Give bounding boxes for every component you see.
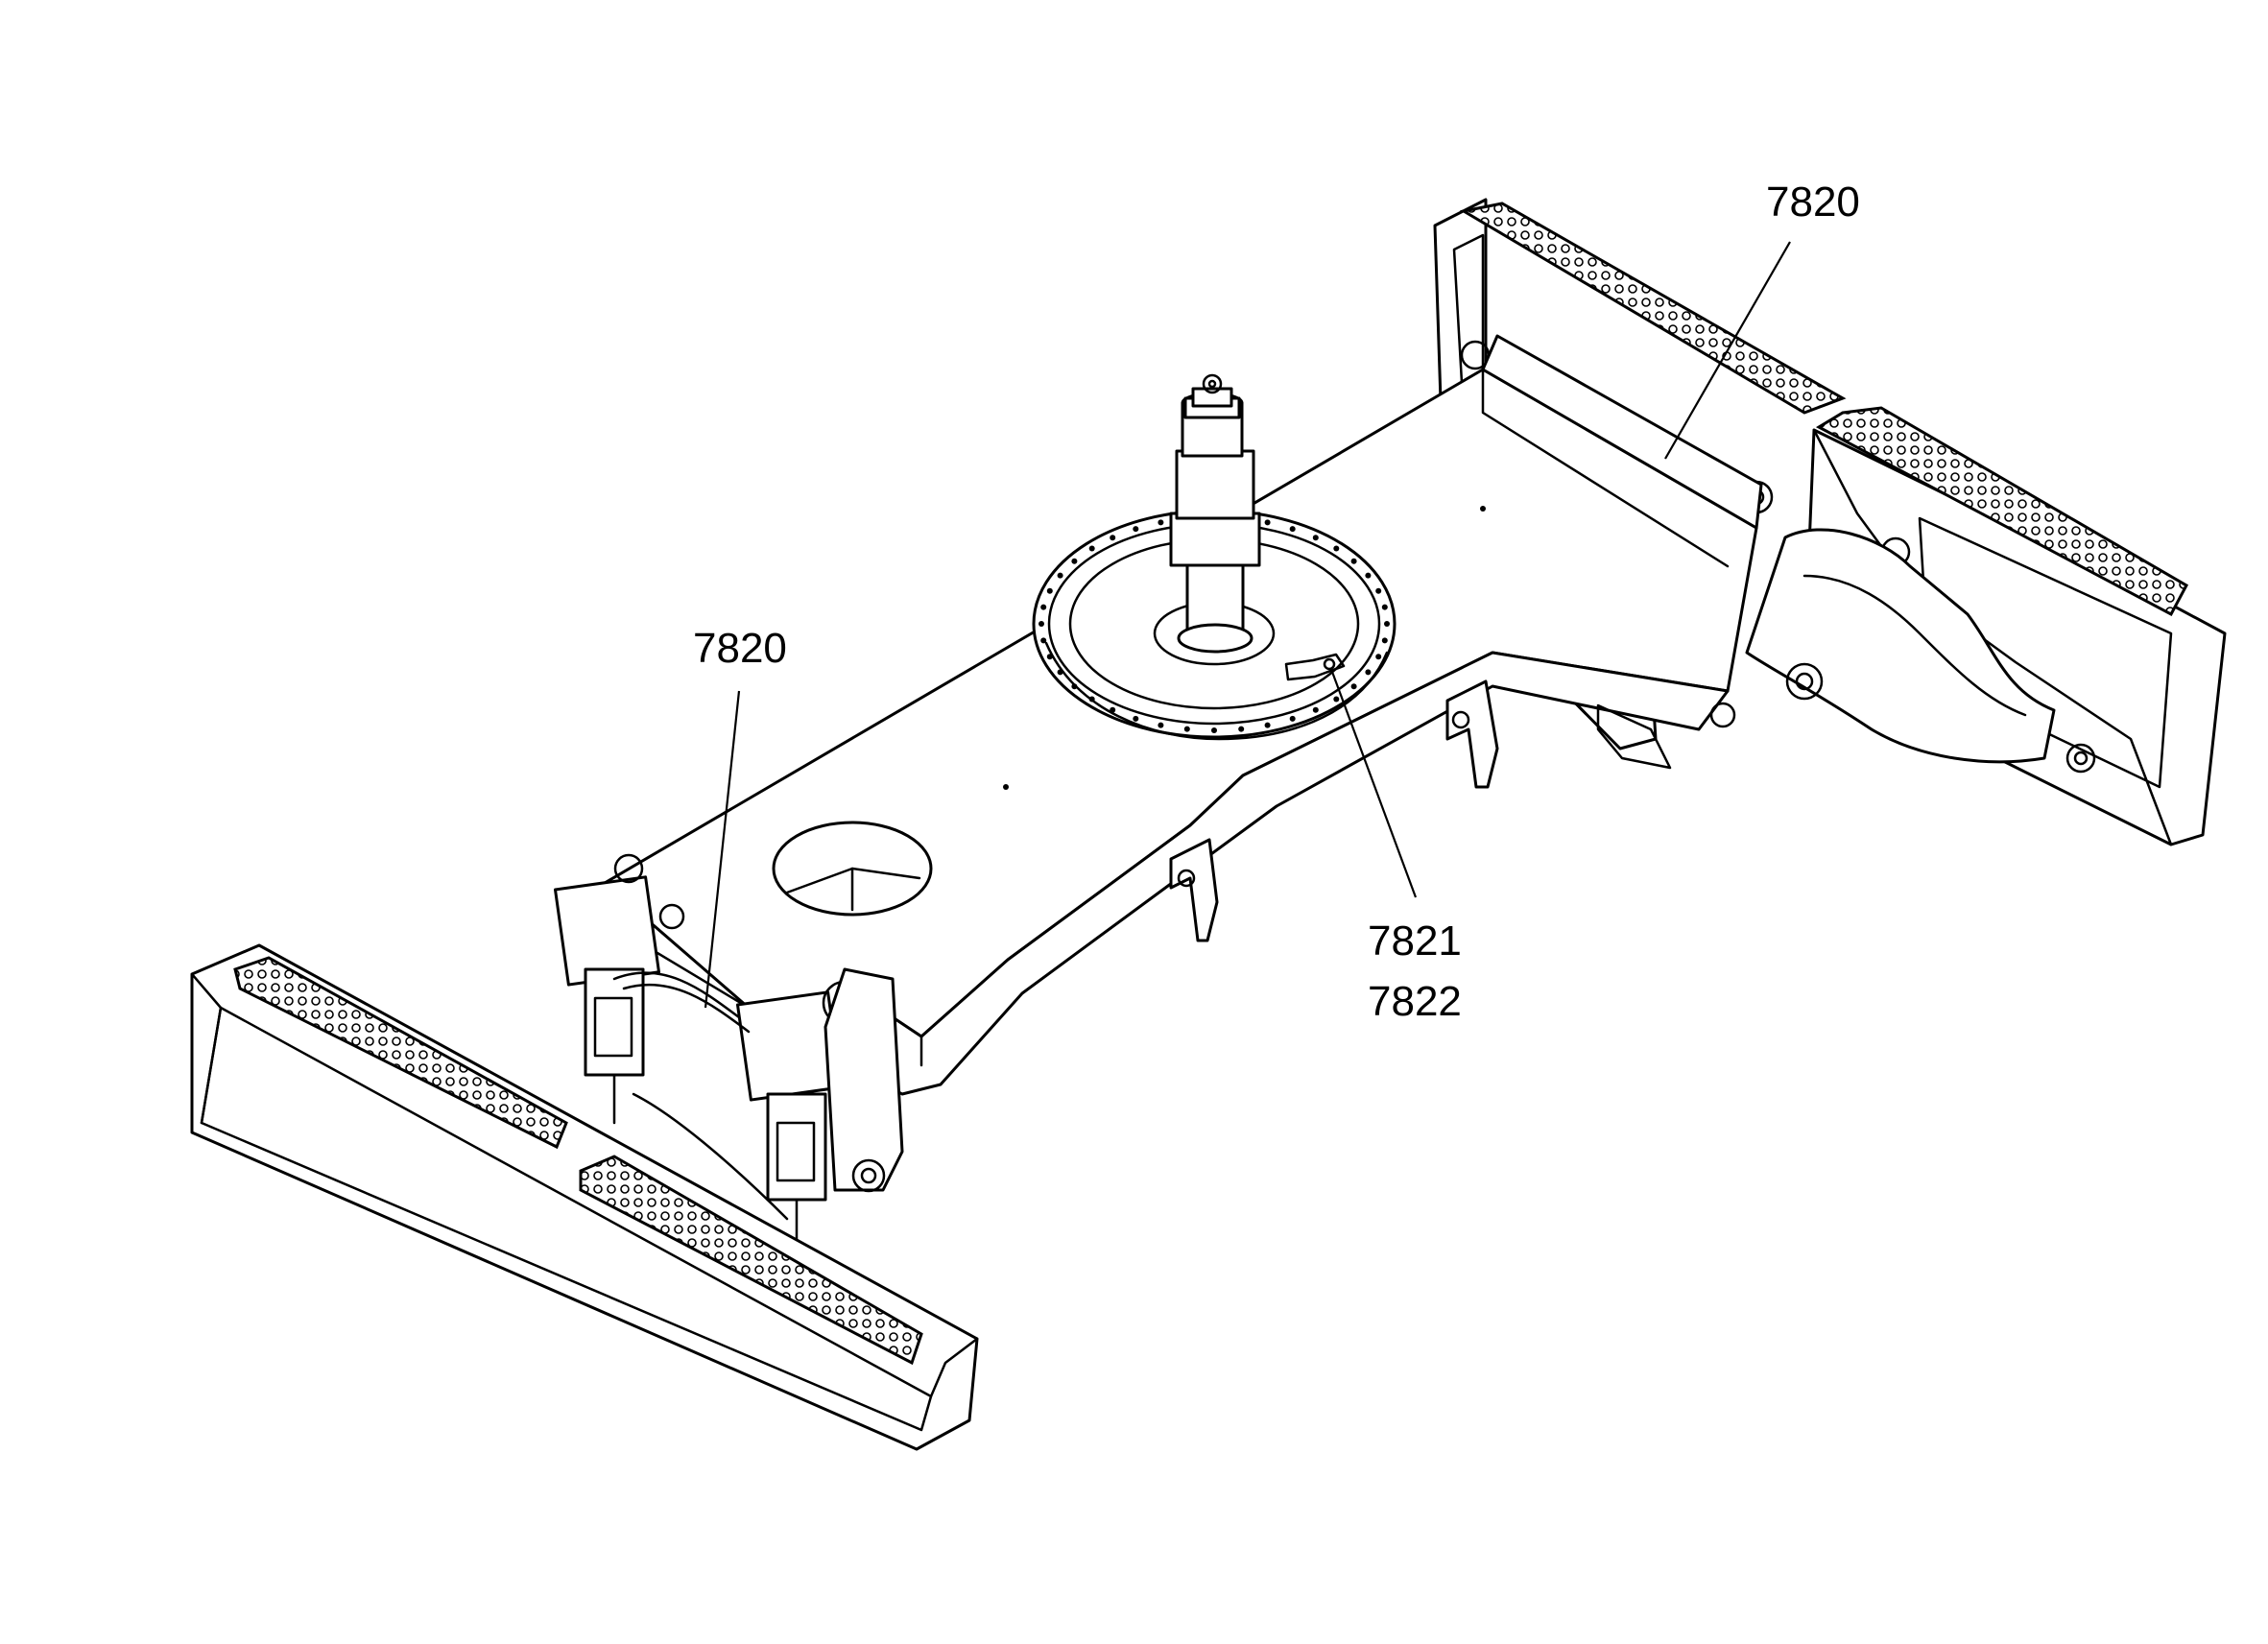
slew-sensor-assembly bbox=[1284, 653, 1346, 681]
leader-7820-rear bbox=[1664, 241, 1791, 460]
callout-7820-front: 7820 bbox=[693, 625, 787, 672]
bolt-hole bbox=[1350, 683, 1357, 690]
bolt-hole bbox=[1365, 572, 1372, 579]
bolt-hole bbox=[1264, 722, 1271, 728]
callout-7821: 7821 bbox=[1368, 917, 1462, 965]
bolt-hole bbox=[1046, 654, 1053, 660]
bolt-hole bbox=[1381, 637, 1388, 644]
bolt-hole bbox=[1333, 696, 1340, 703]
bolt-hole bbox=[1088, 545, 1095, 552]
leader-7821-7822 bbox=[1330, 671, 1418, 898]
bolt-hole bbox=[1350, 558, 1357, 564]
front-blade-tread-strip-left bbox=[233, 956, 568, 1150]
bolt-hole bbox=[1110, 535, 1116, 541]
bolt-hole bbox=[1384, 621, 1390, 627]
frame-center-opening bbox=[772, 821, 933, 917]
front-stabilizer-blade bbox=[190, 943, 979, 1451]
front-blade-tread-strip-right bbox=[579, 1155, 923, 1366]
rear-support-arm bbox=[1745, 528, 2056, 764]
bolt-hole bbox=[1211, 727, 1217, 733]
leader-lines bbox=[704, 241, 1791, 1009]
bolt-hole bbox=[1088, 696, 1095, 703]
bolt-hole bbox=[1040, 604, 1047, 610]
bolt-hole bbox=[1039, 621, 1044, 627]
bolt-hole bbox=[1375, 654, 1382, 660]
rear-blade-tread-strip-left bbox=[1459, 202, 1847, 415]
rotary-joint bbox=[1169, 373, 1261, 654]
bolt-hole bbox=[1071, 558, 1078, 564]
front-hydraulic-hoses bbox=[612, 971, 751, 1034]
bolt-hole bbox=[1133, 526, 1139, 533]
rear-blade-tread-strip-right bbox=[1815, 406, 2189, 617]
bolt-hole bbox=[1158, 519, 1164, 526]
bolt-hole bbox=[1238, 726, 1245, 732]
front-support-arm bbox=[632, 967, 904, 1221]
bolt-hole bbox=[1133, 715, 1139, 722]
bolt-hole bbox=[1333, 545, 1340, 552]
bolt-hole bbox=[1046, 587, 1053, 594]
bolt-hole bbox=[1381, 604, 1388, 610]
bolt-hole bbox=[1365, 669, 1372, 676]
bolt-hole bbox=[1071, 683, 1078, 690]
bolt-hole bbox=[1110, 706, 1116, 713]
bolt-hole bbox=[1183, 726, 1190, 732]
bolt-hole bbox=[1289, 526, 1296, 533]
bolt-hole bbox=[1312, 706, 1319, 713]
callout-7822: 7822 bbox=[1368, 978, 1462, 1025]
leader-7820-front bbox=[704, 690, 741, 1009]
front-cylinder-right bbox=[735, 980, 868, 1250]
bolt-hole bbox=[1312, 535, 1319, 541]
rear-crossmember bbox=[1481, 334, 1763, 770]
bolt-hole bbox=[1289, 715, 1296, 722]
bolt-hole bbox=[1057, 669, 1063, 676]
bolt-hole bbox=[1264, 519, 1271, 526]
front-cylinder-left bbox=[553, 853, 685, 1125]
bolt-hole bbox=[1158, 722, 1164, 728]
bolt-hole bbox=[1040, 637, 1047, 644]
callout-7820-rear: 7820 bbox=[1766, 179, 1860, 226]
bolt-hole bbox=[1375, 587, 1382, 594]
bolt-hole bbox=[1057, 572, 1063, 579]
